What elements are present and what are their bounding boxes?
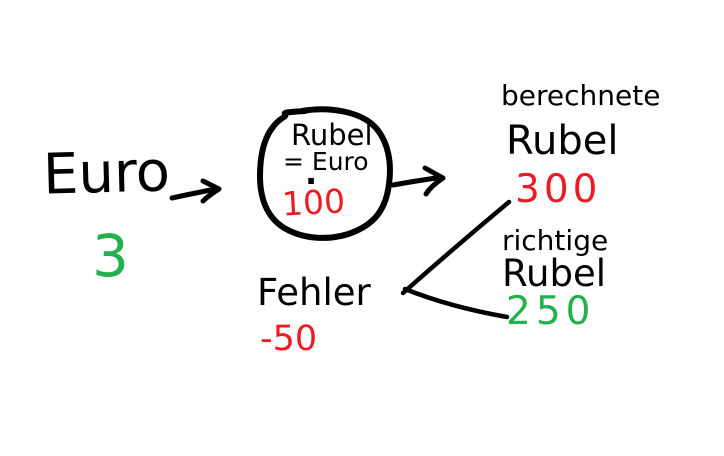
fork-line-to-computed xyxy=(400,199,512,296)
formula-equation-label: = Euro xyxy=(283,147,369,176)
arrow-right-icon xyxy=(390,165,446,197)
euro-label: Euro xyxy=(42,139,171,208)
actual-label-line1: richtige xyxy=(502,224,609,257)
fork-line-to-actual xyxy=(402,286,510,320)
computed-label-line1: berechnete xyxy=(501,79,661,112)
euro-value: 3 xyxy=(92,222,129,290)
arrow-shaft xyxy=(169,186,219,201)
computed-value: 300 xyxy=(515,167,602,212)
formula-factor-value: 100 xyxy=(281,181,346,224)
fork-connector-lines xyxy=(400,199,512,320)
actual-label-line2: Rubel xyxy=(502,252,607,295)
error-label: Fehler xyxy=(257,271,371,314)
error-value: -50 xyxy=(260,319,318,359)
arrow-head xyxy=(200,178,222,204)
computed-label-line2: Rubel xyxy=(506,118,619,164)
actual-value: 250 xyxy=(506,289,596,334)
formula-multiply-operator: · xyxy=(305,162,318,200)
arrow-head xyxy=(422,165,446,197)
conversion-circle-outline xyxy=(257,106,393,241)
arrow-right-icon xyxy=(169,178,222,204)
formula-result-label: Rubel xyxy=(291,118,373,152)
arrow-shaft xyxy=(390,175,439,188)
